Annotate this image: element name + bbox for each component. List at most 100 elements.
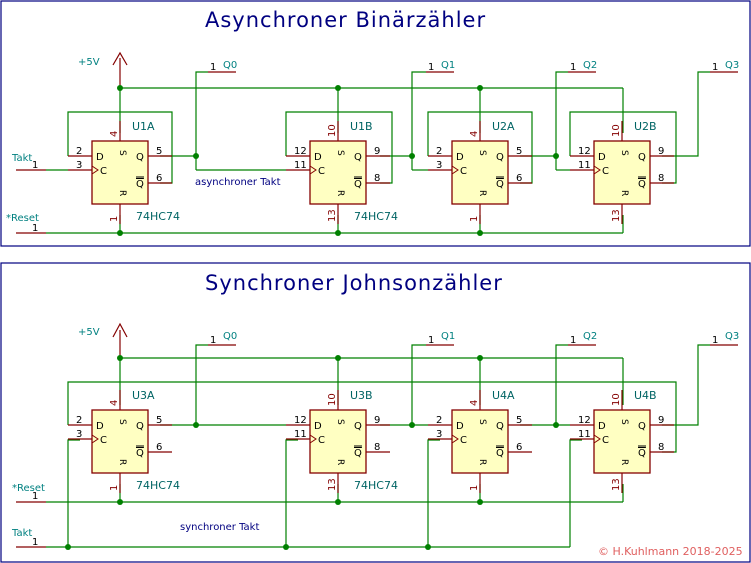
label-reset-top: *Reset — [6, 213, 39, 224]
clock-triangle — [91, 434, 99, 444]
clock-triangle — [451, 165, 459, 175]
ff-label-qn: Q — [638, 179, 646, 190]
ff-body — [593, 409, 651, 474]
output-q0-bottom: 1 Q0 — [208, 331, 237, 346]
ff-body — [309, 409, 367, 474]
ff-label-qn: Q — [496, 179, 504, 190]
ff-label-qn: Q — [136, 448, 144, 459]
ff-label-qn: Q — [354, 179, 362, 190]
output-q1-top: 1 Q1 — [426, 60, 455, 73]
pin-number-r: 13 — [327, 478, 338, 491]
pin-number-c: 11 — [578, 429, 591, 440]
ff-body — [451, 140, 509, 205]
clock-triangle — [593, 434, 601, 444]
output-q2-bottom: 1 Q2 — [568, 331, 597, 346]
power-label-bottom: +5V — [78, 327, 100, 338]
title-top: Asynchroner Binärzähler — [205, 8, 486, 32]
pin-takt-top: 1 — [32, 160, 38, 171]
ff-reference: U3B — [350, 389, 373, 402]
pin-number-qn: 8 — [658, 442, 664, 453]
ff-label-c: C — [602, 435, 609, 446]
pin-number-s: 10 — [327, 393, 338, 406]
pin-number-s: 4 — [109, 400, 120, 406]
ff-label-c: C — [318, 435, 325, 446]
flip-flops: DCQQSR234561U1A74HC74DCQQSR1211109813U1B… — [68, 120, 674, 493]
ff-label-q: Q — [496, 421, 504, 432]
net-label-bottom: synchroner Takt — [180, 522, 259, 533]
pin-number-r: 13 — [327, 209, 338, 222]
pin-reset-bottom: 1 — [32, 491, 38, 502]
label-q3-top: Q3 — [725, 60, 739, 71]
pin-reset-top: 1 — [32, 223, 38, 234]
ff-label-d: D — [314, 152, 322, 163]
pin-number-qn: 6 — [516, 173, 522, 184]
power-label-top: +5V — [78, 57, 100, 68]
pin-number-qn: 6 — [516, 442, 522, 453]
pin-number-d: 2 — [76, 146, 82, 157]
pin-number-d: 2 — [436, 415, 442, 426]
pin-number-q: 5 — [516, 146, 522, 157]
label-q2-bottom: Q2 — [583, 331, 597, 342]
label-takt-bottom: Takt — [11, 528, 32, 539]
pin-number-s: 10 — [611, 124, 622, 137]
ff-label-qn: Q — [496, 448, 504, 459]
ff-label-r: R — [619, 459, 629, 465]
pin-number-d: 12 — [578, 146, 591, 157]
ff-label-s: S — [619, 150, 629, 156]
pin-number-q: 9 — [658, 146, 664, 157]
pin-number-c: 3 — [76, 160, 82, 171]
copyright: © H.Kuhlmann 2018-2025 — [598, 545, 743, 558]
ff-label-qn: Q — [136, 179, 144, 190]
junctions-bottom — [65, 355, 559, 550]
panel-frame-top — [0, 0, 751, 247]
ff-reference: U1A — [132, 120, 155, 133]
pin-number-r: 13 — [611, 209, 622, 222]
ff-label-s: S — [335, 419, 345, 425]
ff-label-qn: Q — [638, 448, 646, 459]
ff-value: 74HC74 — [136, 210, 180, 223]
pin-number-r: 1 — [469, 216, 480, 222]
pin-number-r: 1 — [109, 216, 120, 222]
clock-triangle — [451, 434, 459, 444]
ff-label-r: R — [477, 459, 487, 465]
pin-number-d: 2 — [76, 415, 82, 426]
pin-number-c: 3 — [76, 429, 82, 440]
pin-number-c: 3 — [436, 160, 442, 171]
pin-number-qn: 6 — [156, 173, 162, 184]
pin-number-c: 11 — [578, 160, 591, 171]
output-q0-top: 1 Q0 — [208, 60, 237, 73]
ff-label-c: C — [460, 435, 467, 446]
pin-number-q: 9 — [374, 415, 380, 426]
ff-label-c: C — [100, 435, 107, 446]
clock-triangle — [309, 434, 317, 444]
ff-label-d: D — [96, 421, 104, 432]
title-bottom: Synchroner Johnsonzähler — [205, 271, 503, 295]
pin-number-qn: 6 — [156, 442, 162, 453]
input-takt-top: Takt 1 — [11, 153, 46, 171]
label-q0-bottom: Q0 — [223, 331, 237, 342]
pin-number-c: 11 — [294, 160, 307, 171]
panel-frame-bottom — [0, 262, 751, 563]
power-symbol-bottom: +5V — [78, 322, 128, 358]
ff-body — [91, 409, 149, 474]
ff-label-s: S — [117, 150, 127, 156]
pin-number-r: 1 — [109, 485, 120, 491]
junctions-top — [117, 85, 559, 236]
ff-label-d: D — [456, 152, 464, 163]
pin-number-q: 5 — [516, 415, 522, 426]
pin-number-q: 9 — [658, 415, 664, 426]
ff-label-r: R — [335, 459, 345, 465]
ff-body — [309, 140, 367, 205]
input-reset-top: *Reset 1 — [6, 213, 46, 234]
pin-number-s: 10 — [611, 393, 622, 406]
ff-body — [91, 140, 149, 205]
ff-label-q: Q — [354, 421, 362, 432]
ff-reference: U2B — [634, 120, 657, 133]
